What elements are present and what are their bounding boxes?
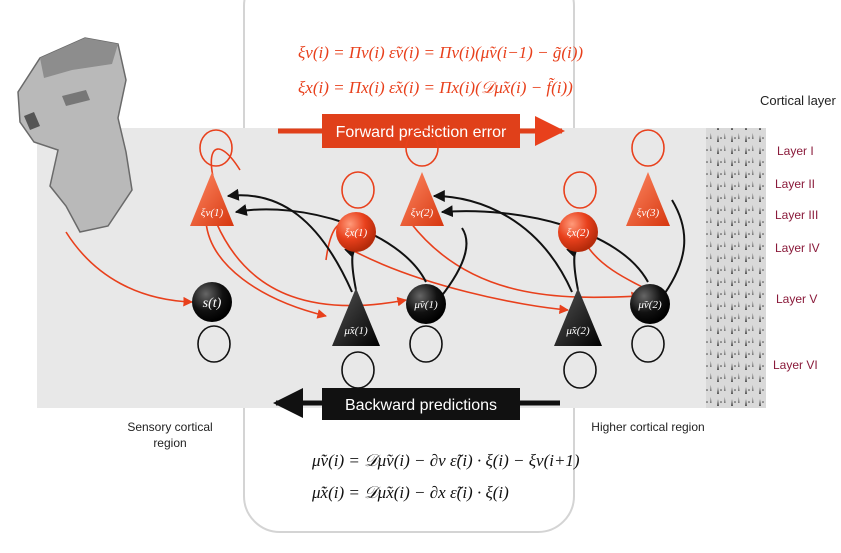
svg-text:μ̃v(2): μ̃v(2) — [637, 299, 662, 311]
higher-region-label: Higher cortical region — [591, 420, 704, 434]
bottom-equation-2: μ̃̇x(i) = 𝒟μ̃x(i) − ∂x ε̃(i) · ξ(i) — [311, 483, 509, 502]
sensory-region-label-2: region — [153, 436, 186, 450]
svg-text:ξv(1): ξv(1) — [201, 207, 224, 219]
top-equation-2: ξx(i) = Πx(i) ε̃x(i) = Πx(i)(𝒟μ̃x(i) − f… — [298, 78, 573, 97]
layer-6-label: Layer VI — [773, 358, 818, 372]
layer-3-label: Layer III — [775, 208, 818, 222]
expectation-unit-x2: μ̃x(2) — [554, 288, 602, 346]
forward-label: Forward prediction error — [336, 124, 507, 141]
sensory-region-label-1: Sensory cortical — [127, 420, 212, 434]
backward-label: Backward predictions — [345, 397, 497, 414]
backward-arrow: Backward predictions — [273, 388, 560, 420]
error-unit-v3: ξv(3) — [626, 172, 670, 226]
cortical-layer-title: Cortical layer — [760, 93, 837, 108]
expectation-unit-v1: μ̃v(1) — [406, 284, 446, 324]
bottom-equation-1: μ̃̇v(i) = 𝒟μ̃v(i) − ∂v ε̃(i) · ξ(i) − ξv… — [311, 451, 580, 470]
sensory-node: s(t) — [192, 282, 232, 322]
error-unit-x2: ξx(2) — [558, 212, 598, 252]
svg-text:μ̃v(1): μ̃v(1) — [413, 299, 438, 311]
svg-text:ξx(2): ξx(2) — [567, 227, 590, 239]
sculpted-head-image — [17, 37, 133, 233]
forward-arrow: Forward prediction error — [278, 114, 565, 148]
svg-text:ξx(1): ξx(1) — [345, 227, 368, 239]
svg-text:ξv(2): ξv(2) — [411, 207, 434, 219]
top-equation-1: ξv(i) = Πv(i) ε̃v(i) = Πv(i)(μ̃v(i−1) − … — [298, 43, 583, 62]
error-unit-v2: ξv(2) — [400, 172, 444, 226]
self-loops — [197, 129, 665, 389]
svg-text:μ̃x(1): μ̃x(1) — [343, 325, 368, 337]
error-unit-x1: ξx(1) — [336, 212, 376, 252]
svg-text:μ̃x(2): μ̃x(2) — [565, 325, 590, 337]
error-unit-v1: ξv(1) — [190, 172, 234, 226]
expectation-unit-v2: μ̃v(2) — [630, 284, 670, 324]
cortical-layer-texture — [706, 128, 766, 408]
layer-1-label: Layer I — [777, 144, 814, 158]
svg-text:s(t): s(t) — [203, 296, 222, 311]
cortical-band — [37, 128, 712, 408]
layer-4-label: Layer IV — [775, 241, 820, 255]
expectation-unit-x1: μ̃x(1) — [332, 288, 380, 346]
layer-5-label: Layer V — [776, 292, 817, 306]
svg-text:ξv(3): ξv(3) — [637, 207, 660, 219]
layer-labels: Layer I Layer II Layer III Layer IV Laye… — [773, 144, 820, 372]
layer-2-label: Layer II — [775, 177, 815, 191]
